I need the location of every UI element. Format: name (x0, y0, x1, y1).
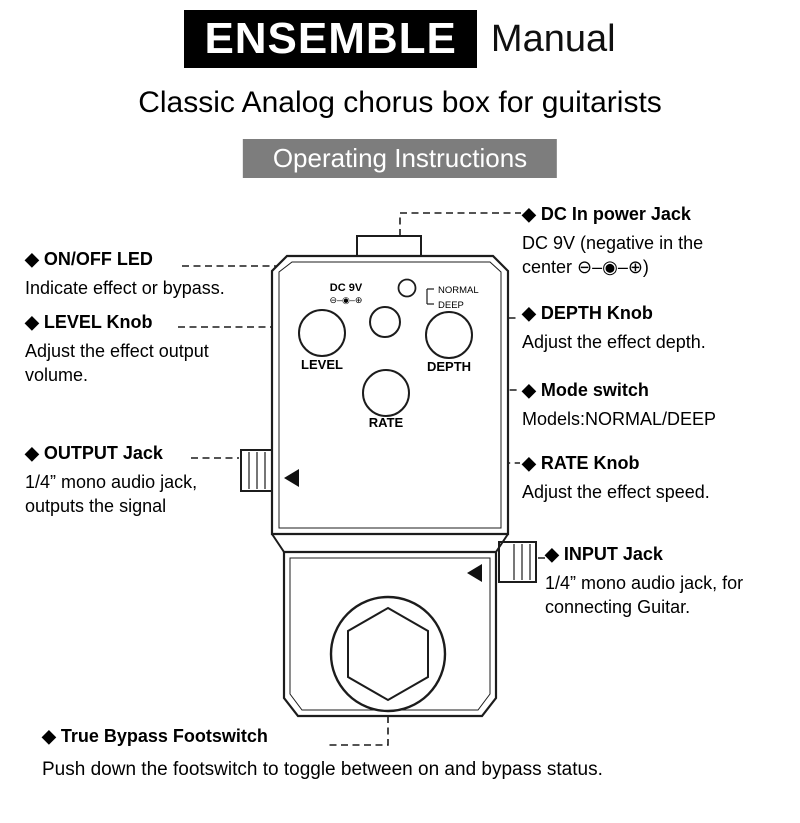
brand-logo: ENSEMBLE (184, 10, 477, 69)
callout-mode-switch: ◆ Mode switch Models:NORMAL/DEEP (522, 380, 787, 431)
pedal-seam-left (271, 533, 285, 553)
callout-title: ◆ OUTPUT Jack (25, 443, 163, 463)
pedal-upper-inner-outline (278, 261, 502, 529)
dc-power-jack (356, 235, 422, 257)
callout-output-jack: ◆ OUTPUT Jack 1/4” mono audio jack, outp… (25, 443, 230, 518)
callout-title: ◆ DEPTH Knob (522, 303, 653, 323)
level-panel-label: LEVEL (301, 357, 343, 372)
depth-panel-label: DEPTH (427, 359, 471, 374)
callout-input-jack: ◆ INPUT Jack 1/4” mono audio jack, for c… (545, 544, 763, 619)
subtitle: Classic Analog chorus box for guitarists (138, 86, 662, 119)
output-arrow-icon (284, 469, 299, 487)
callout-title: ◆ LEVEL Knob (25, 312, 153, 332)
callout-title: ◆ ON/OFF LED (25, 249, 153, 269)
input-arrow-icon (467, 564, 482, 582)
mode-switch-knob (369, 306, 401, 338)
polarity-symbol: ⊖–◉–⊕ (330, 295, 363, 305)
leader-dc-jack (399, 212, 521, 236)
callout-body: DC 9V (negative in the center ⊖–◉–⊕) (522, 232, 704, 277)
section-title-bar: Operating Instructions (242, 139, 558, 178)
callout-body: Adjust the effect depth. (522, 331, 706, 352)
callout-dc-in-jack: ◆ DC In power Jack DC 9V (negative in th… (522, 204, 747, 279)
footswitch-hex-cap (347, 606, 429, 702)
level-knob (298, 309, 346, 357)
callout-title: ◆ INPUT Jack (545, 544, 663, 564)
dc9v-panel-label: DC 9V (330, 282, 363, 294)
rate-knob (362, 369, 410, 417)
callout-level-knob: ◆ LEVEL Knob Adjust the effect output vo… (25, 312, 260, 387)
onoff-led (397, 278, 417, 298)
callout-body: Models:NORMAL/DEEP (522, 408, 717, 429)
callout-onoff-led: ◆ ON/OFF LED Indicate effect or bypass. (25, 249, 265, 300)
callout-body: 1/4” mono audio jack, for connecting Gui… (545, 572, 744, 617)
callout-body: 1/4” mono audio jack, outputs the signal (25, 471, 198, 516)
switch-label-normal: NORMAL (438, 285, 479, 296)
rate-panel-label: RATE (369, 415, 404, 430)
doc-type-label: Manual (490, 17, 616, 60)
leader-footswitch (327, 716, 389, 746)
header: ENSEMBLE Manual (0, 10, 800, 69)
pedal-seam-right (495, 533, 509, 553)
callout-body: Adjust the effect output volume. (25, 340, 209, 385)
pedal-lower-inner-outline (289, 557, 491, 711)
callout-title: ◆ DC In power Jack (522, 204, 691, 224)
depth-knob (425, 311, 473, 359)
callout-body: Push down the footswitch to toggle betwe… (42, 758, 603, 780)
callout-rate-knob: ◆ RATE Knob Adjust the effect speed. (522, 453, 787, 504)
callout-body: Indicate effect or bypass. (25, 277, 225, 298)
switch-label-deep: DEEP (438, 300, 464, 311)
callout-depth-knob: ◆ DEPTH Knob Adjust the effect depth. (522, 303, 787, 354)
callout-title: ◆ RATE Knob (522, 453, 640, 473)
callout-title: ◆ True Bypass Footswitch (42, 726, 268, 746)
callout-body: Adjust the effect speed. (522, 481, 710, 502)
callout-title: ◆ Mode switch (522, 380, 649, 400)
callout-footswitch: ◆ True Bypass Footswitch Push down the f… (42, 726, 782, 782)
